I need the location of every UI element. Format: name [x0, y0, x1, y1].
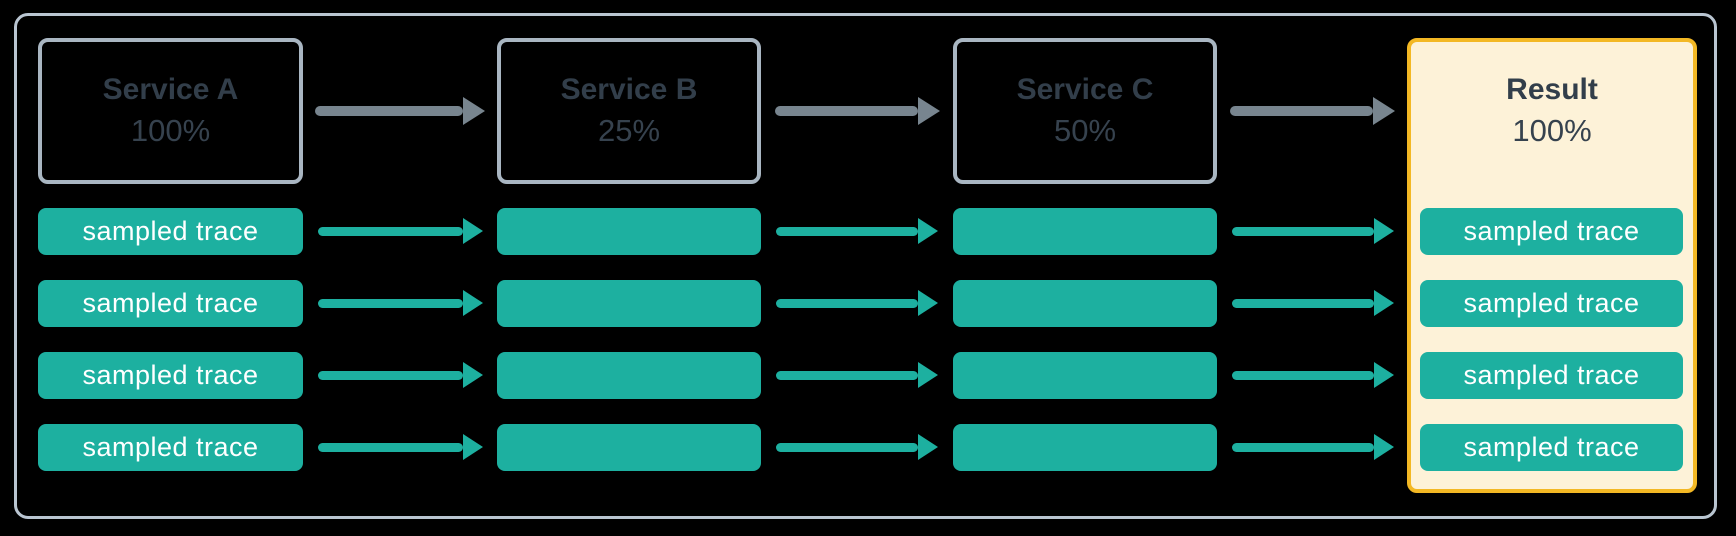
- trace-box: sampled trace: [38, 424, 303, 471]
- trace-arrow: [318, 362, 483, 388]
- trace-box: [953, 280, 1217, 327]
- arrow-line: [318, 298, 463, 308]
- arrow-head-icon: [463, 434, 483, 460]
- trace-label: sampled trace: [1463, 288, 1640, 318]
- trace-label: sampled trace: [1463, 216, 1640, 246]
- arrow-head-icon: [463, 290, 483, 316]
- trace-label: sampled trace: [1463, 432, 1640, 462]
- service-arrow: [315, 97, 485, 125]
- arrow-line: [318, 226, 463, 236]
- trace-arrow: [318, 290, 483, 316]
- trace-arrow: [776, 290, 938, 316]
- trace-box: sampled trace: [38, 208, 303, 255]
- service-a-percent: 100%: [130, 113, 211, 149]
- arrow-line: [776, 298, 918, 308]
- trace-label: sampled trace: [82, 360, 259, 390]
- result-title: Result: [1506, 73, 1598, 107]
- arrow-line: [776, 226, 918, 236]
- arrow-head-icon: [918, 434, 938, 460]
- trace-box: sampled trace: [1420, 280, 1683, 327]
- trace-box: sampled trace: [1420, 424, 1683, 471]
- arrow-line: [1230, 106, 1373, 116]
- service-b-box: Service B 25%: [497, 38, 761, 184]
- arrow-head-icon: [918, 362, 938, 388]
- arrow-head-icon: [918, 218, 938, 244]
- trace-box: [497, 280, 761, 327]
- trace-box: sampled trace: [1420, 352, 1683, 399]
- arrow-line: [1232, 298, 1374, 308]
- trace-box: sampled trace: [38, 352, 303, 399]
- trace-arrow: [1232, 218, 1394, 244]
- trace-box: sampled trace: [1420, 208, 1683, 255]
- trace-box: sampled trace: [38, 280, 303, 327]
- arrow-head-icon: [918, 97, 940, 125]
- arrow-line: [1232, 226, 1374, 236]
- trace-box: [953, 424, 1217, 471]
- arrow-head-icon: [463, 97, 485, 125]
- arrow-head-icon: [1374, 290, 1394, 316]
- result-header: Result 100%: [1411, 42, 1693, 180]
- service-c-box: Service C 50%: [953, 38, 1217, 184]
- trace-label: sampled trace: [82, 216, 259, 246]
- arrow-line: [776, 442, 918, 452]
- service-arrow: [1230, 97, 1395, 125]
- trace-box: [497, 424, 761, 471]
- trace-arrow: [1232, 362, 1394, 388]
- trace-arrow: [1232, 434, 1394, 460]
- trace-label: sampled trace: [82, 432, 259, 462]
- service-c-title: Service C: [1016, 73, 1154, 107]
- arrow-head-icon: [1374, 434, 1394, 460]
- service-a-title: Service A: [102, 73, 239, 107]
- service-b-title: Service B: [560, 73, 698, 107]
- arrow-head-icon: [1373, 97, 1395, 125]
- trace-arrow: [318, 218, 483, 244]
- trace-arrow: [318, 434, 483, 460]
- trace-label: sampled trace: [1463, 360, 1640, 390]
- trace-box: [497, 352, 761, 399]
- arrow-line: [1232, 442, 1374, 452]
- arrow-line: [1232, 370, 1374, 380]
- arrow-head-icon: [463, 218, 483, 244]
- result-box: Result 100%: [1407, 38, 1697, 493]
- arrow-head-icon: [463, 362, 483, 388]
- trace-arrow: [776, 434, 938, 460]
- trace-arrow: [1232, 290, 1394, 316]
- result-percent: 100%: [1512, 113, 1592, 149]
- trace-box: [953, 352, 1217, 399]
- trace-arrow: [776, 218, 938, 244]
- service-c-percent: 50%: [1053, 113, 1117, 149]
- outer-frame: [14, 13, 1717, 519]
- trace-box: [497, 208, 761, 255]
- arrow-line: [315, 106, 463, 116]
- arrow-head-icon: [1374, 362, 1394, 388]
- arrow-line: [318, 442, 463, 452]
- service-arrow: [775, 97, 940, 125]
- trace-box: [953, 208, 1217, 255]
- service-b-percent: 25%: [597, 113, 661, 149]
- arrow-line: [776, 370, 918, 380]
- arrow-head-icon: [1374, 218, 1394, 244]
- arrow-head-icon: [918, 290, 938, 316]
- arrow-line: [318, 370, 463, 380]
- trace-arrow: [776, 362, 938, 388]
- arrow-line: [775, 106, 918, 116]
- trace-label: sampled trace: [82, 288, 259, 318]
- service-a-box: Service A 100%: [38, 38, 303, 184]
